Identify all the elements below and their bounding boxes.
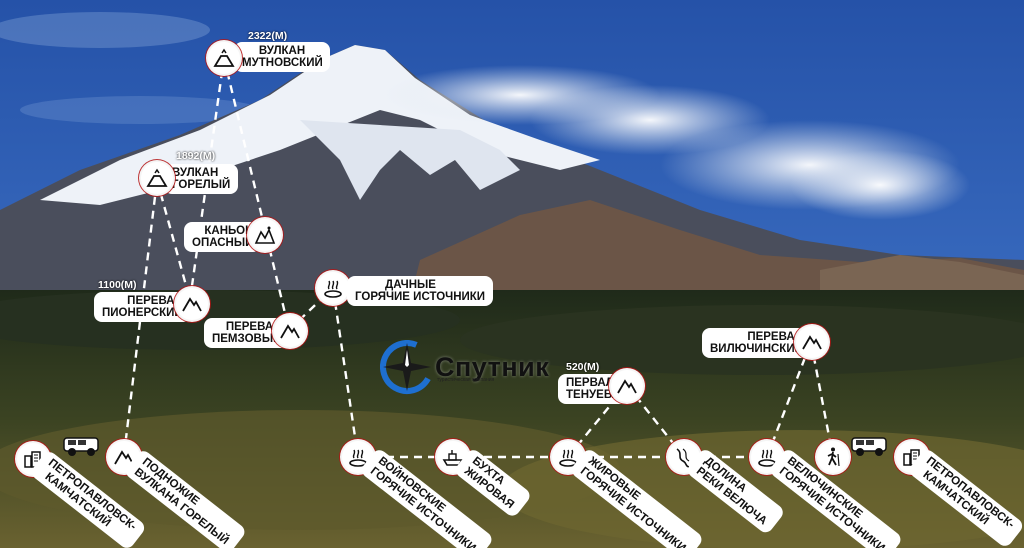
stop-label: ДАЧНЫЕ ГОРЯЧИЕ ИСТОЧНИКИ: [347, 276, 494, 306]
mountain-icon: [274, 315, 306, 347]
stop-label: ВУЛКАН МУТНОВСКИЙ: [234, 42, 330, 72]
compass-logo-icon: [380, 340, 434, 394]
stop-label: КАНЬОН ОПАСНЫЙ: [184, 222, 262, 252]
logo-name: Спутник: [435, 352, 550, 382]
stop-label: ПЕРЕВАЛ ВИЛЮЧИНСКИЙ: [702, 328, 811, 358]
route-segment: [288, 287, 334, 331]
volcano-icon: [208, 42, 240, 74]
route-segment: [222, 57, 291, 331]
stop-label: ПЕРЕВАЛ ПИОНЕРСКИЙ: [94, 292, 191, 322]
sputnik-logo: Спутник туристическая компания: [380, 340, 549, 395]
stop-label: ВУЛКАН ГОРЕЛЫЙ: [164, 164, 239, 194]
mountain-icon: [796, 326, 828, 358]
mountain-icon: [611, 370, 643, 402]
route-segment: [188, 57, 226, 301]
volcano-icon: [141, 162, 173, 194]
car-icon: [63, 437, 99, 456]
altitude-label: 2322(М): [248, 30, 288, 42]
route-segment: [765, 341, 813, 458]
hot-spring-icon: [317, 272, 349, 304]
route-segment: [809, 341, 835, 458]
altitude-label: 1892(М): [176, 150, 216, 162]
canyon-icon: [249, 219, 281, 251]
hiker-icon: [817, 441, 849, 473]
altitude-label: 520(М): [566, 361, 600, 373]
mountain-icon: [176, 288, 208, 320]
route-segment: [122, 179, 159, 456]
altitude-label: 1100(М): [98, 279, 137, 291]
car-icon: [851, 437, 887, 456]
route-segment: [331, 287, 360, 458]
logo-tagline: туристическая компания: [437, 377, 495, 383]
route-segment: [155, 179, 192, 301]
